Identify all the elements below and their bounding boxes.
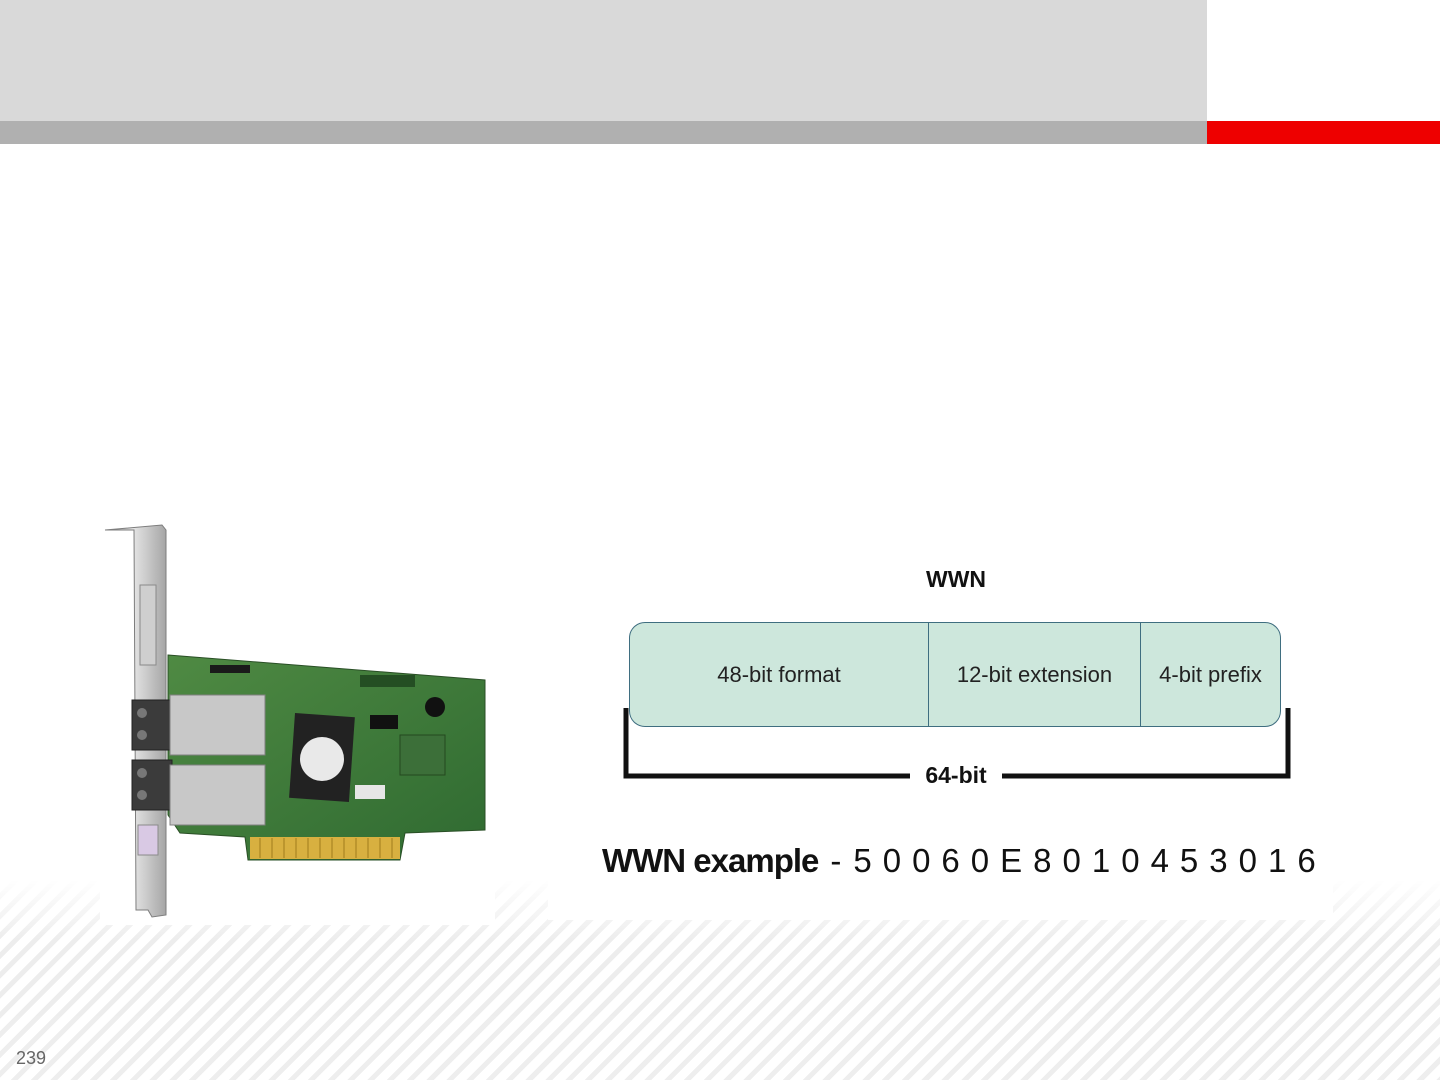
slide-number: 239 (16, 1048, 47, 1068)
wwn-field-bar: 48-bit format 12-bit extension 4-bit pre… (629, 622, 1281, 727)
field-48-bit-format: 48-bit format (630, 623, 929, 726)
total-bits-label: 64-bit (910, 762, 1002, 789)
header-rule (0, 121, 1207, 144)
example-label: WWN example (602, 842, 819, 879)
example-value: 50060E8010453016 (853, 842, 1327, 879)
diagram-panel (548, 545, 1333, 920)
accent-rule (1207, 121, 1440, 144)
sfp-ports (131, 694, 266, 826)
field-12-bit-extension: 12-bit extension (929, 623, 1141, 726)
hba-card-image (100, 515, 495, 925)
wwn-example: WWN example-50060E8010453016 (602, 842, 1327, 880)
header-band (0, 0, 1207, 121)
diagram-title: WWN (925, 566, 987, 592)
field-4-bit-prefix: 4-bit prefix (1159, 661, 1262, 687)
example-separator: - (830, 842, 842, 879)
